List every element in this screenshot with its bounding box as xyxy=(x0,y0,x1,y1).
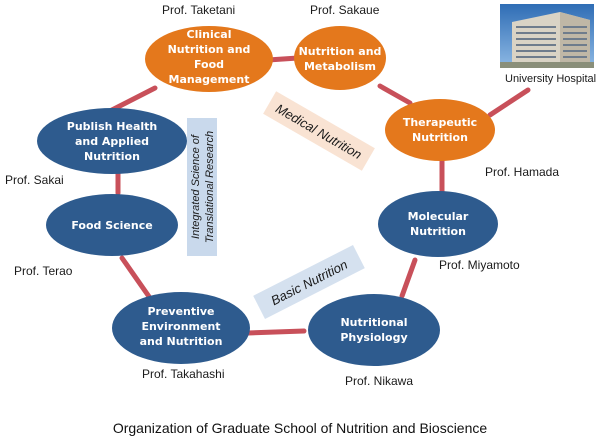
node-molecular-nutrition: Molecular Nutrition xyxy=(378,191,498,257)
professor-hamada: Prof. Hamada xyxy=(485,165,559,179)
node-nutrition-metabolism: Nutrition and Metabolism xyxy=(294,26,386,90)
professor-taketani: Prof. Taketani xyxy=(162,3,235,17)
svg-text:Nutritional: Nutritional xyxy=(340,316,407,329)
svg-text:Nutrition and: Nutrition and xyxy=(299,45,382,58)
svg-text:Food Science: Food Science xyxy=(71,219,152,232)
connector-clinical-metabolism xyxy=(265,55,301,63)
svg-text:Publish Health: Publish Health xyxy=(67,120,157,133)
svg-text:Molecular: Molecular xyxy=(408,210,469,223)
svg-text:Clinical: Clinical xyxy=(187,28,232,41)
connectors xyxy=(105,55,531,336)
connector-physiology-preventive xyxy=(245,328,307,336)
svg-text:Nutrition: Nutrition xyxy=(84,150,140,163)
professor-takahashi: Prof. Takahashi xyxy=(142,367,225,381)
svg-text:Medical Nutrition: Medical Nutrition xyxy=(273,101,364,162)
svg-text:Metabolism: Metabolism xyxy=(304,60,376,73)
node-preventive-environment: Preventive Environment and Nutrition xyxy=(112,292,250,364)
node-food-science: Food Science xyxy=(46,194,178,256)
hospital-building-icon xyxy=(500,4,594,68)
professor-sakaue: Prof. Sakaue xyxy=(310,3,380,17)
professor-sakai: Prof. Sakai xyxy=(5,173,64,187)
connector-therapeutic-hospital xyxy=(487,87,531,118)
professor-nikawa: Prof. Nikawa xyxy=(345,374,413,388)
svg-text:Therapeutic: Therapeutic xyxy=(403,116,477,129)
svg-text:Translational Research: Translational Research xyxy=(204,131,216,243)
node-clinical-nutrition: Clinical Nutrition and Food Management xyxy=(145,26,273,92)
svg-text:Nutrition: Nutrition xyxy=(410,225,466,238)
svg-text:Physiology: Physiology xyxy=(340,331,407,344)
svg-text:Integrated Science of: Integrated Science of xyxy=(190,134,202,239)
connector-public-clinical xyxy=(105,85,158,115)
connector-metabolism-therapeutic xyxy=(377,83,413,106)
svg-text:Management: Management xyxy=(169,73,250,86)
node-nutritional-physiology: Nutritional Physiology xyxy=(308,294,440,366)
svg-text:Nutrition: Nutrition xyxy=(412,131,468,144)
svg-text:Nutrition and: Nutrition and xyxy=(168,43,251,56)
professor-miyamoto: Prof. Miyamoto xyxy=(439,258,520,272)
svg-text:and Nutrition: and Nutrition xyxy=(140,335,223,348)
band-integrated-science: Integrated Science of Translational Rese… xyxy=(187,118,217,256)
connector-molecular-physiology xyxy=(399,257,418,299)
svg-text:and Applied: and Applied xyxy=(75,135,149,148)
node-public-health: Publish Health and Applied Nutrition xyxy=(37,108,187,174)
diagram-caption: Organization of Graduate School of Nutri… xyxy=(113,420,488,436)
connector-preventive-food xyxy=(119,255,153,301)
professor-terao: Prof. Terao xyxy=(14,264,73,278)
hospital-label: University Hospital xyxy=(505,73,596,85)
band-medical-nutrition: Medical Nutrition xyxy=(263,91,375,171)
svg-text:Preventive: Preventive xyxy=(147,305,214,318)
node-therapeutic-nutrition: Therapeutic Nutrition xyxy=(385,99,495,161)
svg-text:Food: Food xyxy=(194,58,224,71)
svg-text:Environment: Environment xyxy=(141,320,220,333)
